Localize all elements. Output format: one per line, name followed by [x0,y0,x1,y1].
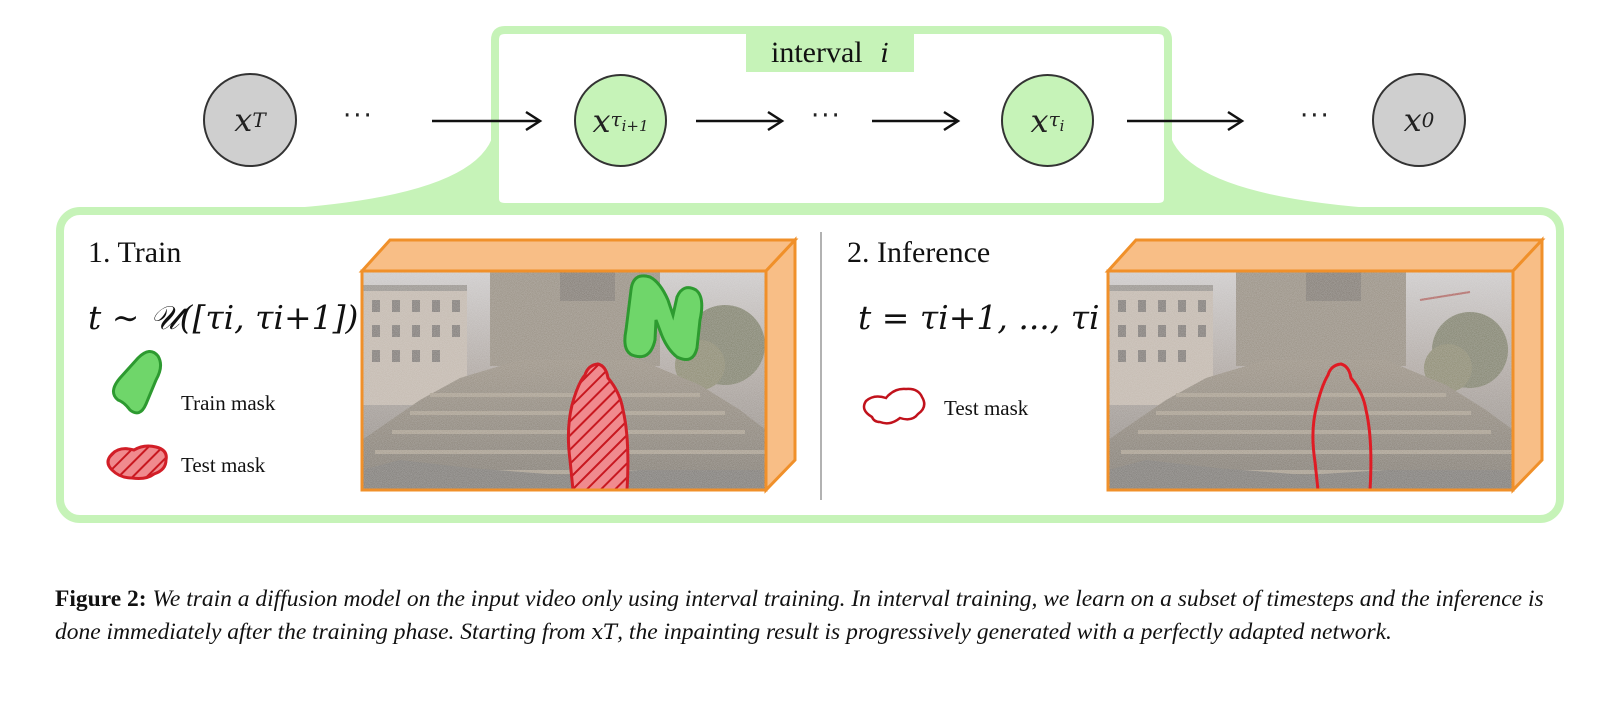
figure-caption: Figure 2: We train a diffusion model on … [55,583,1565,649]
ellipsis-1: ··· [343,101,374,131]
train-mask-icon [112,350,163,415]
train-formula: t ∼ 𝒰([τi, τi+1]) [88,298,359,337]
train-legend-test-mask: Test mask [181,453,266,477]
test-mask-hatched [566,362,630,492]
caption-math: xT [591,620,618,644]
train-image-block [358,236,799,494]
interval-label: interval i [746,34,914,72]
caption-text-a: We train a diffusion model on the input … [55,586,1544,645]
flare-right [1168,125,1385,209]
caption-label: Figure 2: [55,586,147,612]
inference-heading: 2. Inference [847,236,991,269]
test-mask-outline-inference [1311,362,1373,491]
ellipsis-3: ··· [1300,101,1331,131]
train-mask-shape [623,274,704,361]
caption-text-b: , the inpainting result is progressively… [617,619,1392,645]
inference-legend-test-mask: Test mask [944,396,1029,420]
train-photo [362,271,766,490]
train-heading: 1. Train [88,236,182,269]
inference-photo [1108,271,1513,490]
inference-formula: t = τi+1, ..., τi [858,298,1100,337]
train-legend-train-mask: Train mask [181,391,276,415]
arrows [432,110,1245,132]
interval-label-text: interval [771,36,863,69]
ellipsis-2: ··· [811,101,842,131]
inference-image-block [1104,236,1546,494]
flare-left [280,125,495,209]
test-mask-icon-train [106,444,168,480]
interval-label-var: i [880,39,889,69]
test-mask-icon-inference [862,387,926,425]
